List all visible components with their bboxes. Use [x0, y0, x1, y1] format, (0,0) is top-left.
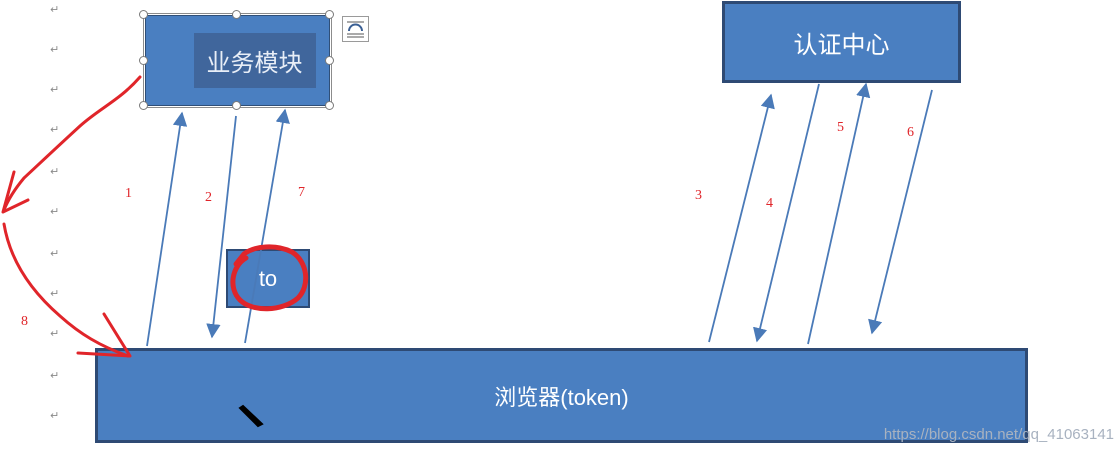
arrow-7: [244, 108, 290, 344]
arrow-5: [807, 82, 871, 345]
step-label-6: 6: [907, 125, 914, 140]
paragraph-mark: ↵: [50, 3, 60, 16]
to-label: to: [258, 265, 278, 291]
resize-handle[interactable]: [139, 101, 148, 110]
arrow-4: [753, 83, 820, 343]
step-label-1: 1: [125, 186, 132, 201]
arrow-3: [708, 93, 775, 343]
resize-handle[interactable]: [139, 10, 148, 19]
resize-handle[interactable]: [232, 101, 241, 110]
step-label-8: 8: [21, 314, 28, 329]
resize-handle[interactable]: [325, 10, 334, 19]
business-module-label: 业务模块: [206, 50, 303, 77]
auth-center-label: 认证中心: [793, 31, 890, 59]
arrow-6: [868, 89, 933, 335]
red-redirect-curve-bottom: [2, 222, 130, 358]
paragraph-mark: ↵: [50, 287, 60, 300]
auth-center-box[interactable]: 认证中心: [722, 1, 961, 83]
watermark: https://blog.csdn.net/qq_41063141: [883, 426, 1114, 443]
resize-handle[interactable]: [325, 56, 334, 65]
business-module-box[interactable]: 业务模块: [145, 15, 330, 106]
paragraph-mark: ↵: [50, 327, 60, 340]
browser-box[interactable]: 浏览器(token): [95, 348, 1028, 443]
paragraph-mark: ↵: [50, 83, 60, 96]
red-redirect-curve-top: [2, 75, 142, 212]
red-redirect-arrowhead-bottom: [76, 312, 132, 358]
paragraph-mark: ↵: [50, 165, 60, 178]
step-label-4: 4: [766, 196, 773, 211]
paragraph-mark: ↵: [50, 205, 60, 218]
arrow-1: [146, 111, 188, 347]
resize-handle[interactable]: [325, 101, 334, 110]
resize-handle[interactable]: [139, 56, 148, 65]
paragraph-mark: ↵: [50, 409, 60, 422]
paragraph-mark: ↵: [50, 43, 60, 56]
step-label-2: 2: [205, 190, 212, 205]
browser-label: 浏览器(token): [494, 384, 629, 410]
red-redirect-arrowhead-top: [1, 170, 30, 214]
resize-handle[interactable]: [232, 10, 241, 19]
business-module-text-frame[interactable]: 业务模块: [193, 33, 316, 88]
arrow-2: [206, 115, 237, 339]
step-label-3: 3: [695, 188, 702, 203]
paragraph-mark: ↵: [50, 123, 60, 136]
pen-cursor-icon: [238, 404, 264, 428]
paragraph-mark: ↵: [50, 369, 60, 382]
step-label-5: 5: [837, 120, 844, 135]
red-circle-annotation: [230, 244, 309, 312]
layout-options-icon[interactable]: [342, 16, 369, 42]
paragraph-mark: ↵: [50, 247, 60, 260]
step-label-7: 7: [298, 185, 305, 200]
